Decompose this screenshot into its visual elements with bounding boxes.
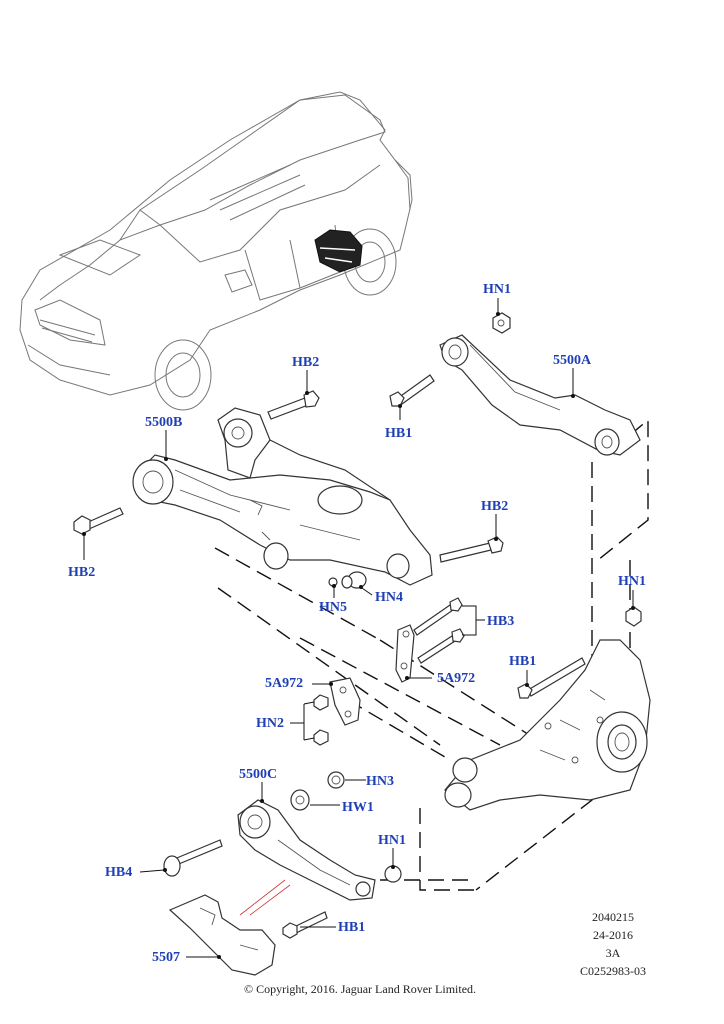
callout-hn1-top[interactable]: HN1	[483, 282, 511, 297]
callout-hn1-bottom[interactable]: HN1	[378, 833, 406, 848]
bolt-hb2-top	[267, 390, 320, 420]
bracket-5a972-right	[395, 624, 415, 683]
bolt-hb3-upper	[413, 597, 463, 636]
callout-hn5[interactable]: HN5	[319, 600, 347, 615]
callout-hb3[interactable]: HB3	[487, 614, 515, 629]
callout-hb1-right[interactable]: HB1	[509, 654, 537, 669]
callout-5500a[interactable]: 5500A	[553, 353, 592, 368]
callout-hw1[interactable]: HW1	[342, 800, 374, 815]
nuts-hn2	[313, 694, 329, 746]
bracket-5a972-left	[329, 677, 361, 726]
callout-hb1-bottom[interactable]: HB1	[338, 920, 366, 935]
nut-hn4	[341, 571, 367, 589]
callout-hn3[interactable]: HN3	[366, 774, 394, 789]
callout-hn2[interactable]: HN2	[256, 716, 284, 731]
callout-5507[interactable]: 5507	[152, 950, 180, 965]
copyright-notice: © Copyright, 2016. Jaguar Land Rover Lim…	[243, 982, 477, 996]
callout-hb2-top[interactable]: HB2	[292, 355, 320, 370]
illustration-code: C0252983-03	[580, 964, 646, 978]
bolt-hb2-left	[73, 507, 124, 535]
lower-control-arm-5500c	[237, 799, 376, 916]
callout-hb2-left[interactable]: HB2	[68, 565, 96, 580]
callout-5a972-right[interactable]: 5A972	[437, 671, 476, 686]
washer-hw1	[290, 789, 310, 811]
illustration-date: 24-2016	[593, 928, 633, 942]
bolt-hb3-lower	[417, 628, 465, 664]
upper-control-arm-5500a	[439, 334, 641, 456]
subframe-5500b	[132, 407, 433, 586]
callout-5500c[interactable]: 5500C	[239, 767, 278, 782]
nut-hn3	[327, 771, 345, 789]
bolt-hb2-right	[439, 536, 504, 563]
callout-hb1-top[interactable]: HB1	[385, 426, 413, 441]
leader-lines	[82, 298, 635, 959]
callout-hn1-right[interactable]: HN1	[618, 574, 646, 589]
illustration-revision: 3A	[605, 946, 621, 960]
bolt-hb1-bottom	[282, 911, 328, 939]
callout-hb2-right[interactable]: HB2	[481, 499, 509, 514]
callout-hb4[interactable]: HB4	[105, 865, 133, 880]
vehicle-illustration	[19, 91, 413, 411]
bolt-hb1-right	[517, 657, 586, 699]
callout-hn4[interactable]: HN4	[375, 590, 403, 605]
bolt-hb4	[163, 839, 223, 877]
callout-5a972-left[interactable]: 5A972	[265, 676, 304, 691]
bolt-hb1-top	[389, 374, 435, 407]
nut-hn1-top	[492, 312, 511, 334]
callout-5500b[interactable]: 5500B	[145, 415, 183, 430]
illustration-number: 2040215	[592, 910, 634, 924]
shield-5507	[168, 894, 276, 976]
rear-knuckle-assembly	[444, 639, 651, 811]
